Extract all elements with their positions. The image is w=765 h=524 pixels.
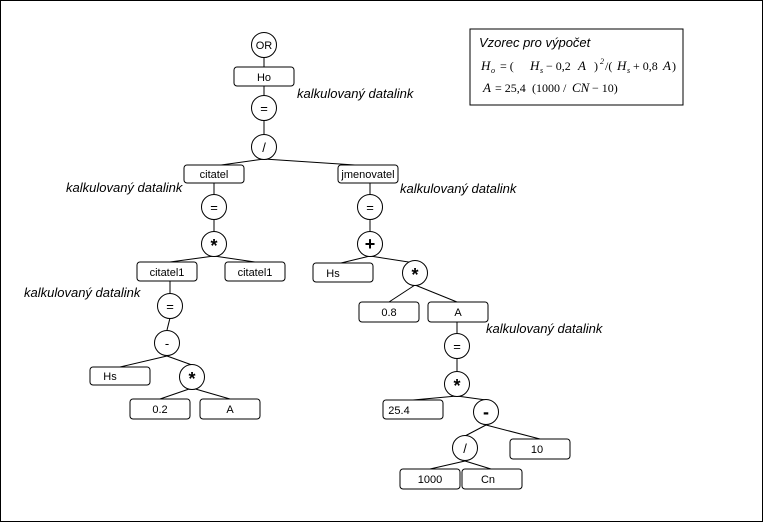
svg-text:A: A (454, 307, 462, 319)
node-hs-right: Hs (312, 262, 374, 283)
node-or: OR (251, 32, 277, 58)
svg-text:2: 2 (600, 57, 604, 66)
annotation-citatel1: kalkulovaný datalink (24, 285, 142, 300)
node-mul-citatel: * (201, 231, 227, 257)
node-value-10: 10 (509, 438, 571, 460)
svg-text:Hs: Hs (326, 268, 340, 280)
svg-text:*: * (210, 236, 217, 256)
node-cn: Cn (461, 468, 523, 490)
svg-text:+: + (365, 234, 376, 254)
svg-text:= (: = ( (500, 59, 514, 73)
node-plus-jmen: + (357, 231, 383, 257)
svg-text:CN: CN (572, 80, 591, 95)
svg-text:1000: 1000 (418, 474, 442, 486)
formula-box: Vzorec pro výpočet H o = ( H s − 0,2 A )… (469, 28, 684, 106)
node-div-a: / (452, 435, 478, 461)
node-eq-top: = (251, 95, 277, 121)
svg-text:H: H (480, 58, 491, 73)
node-minus-a: - (473, 399, 499, 425)
svg-text:A: A (482, 80, 491, 95)
node-citatel1-a: citatel1 (136, 261, 198, 282)
svg-text:*: * (453, 376, 460, 396)
svg-text:(1000 /: (1000 / (532, 81, 567, 95)
node-eq-citatel1: = (157, 293, 183, 319)
node-eq-jmen: = (357, 194, 383, 220)
svg-text:s: s (627, 66, 630, 75)
svg-text:+ 0,8: + 0,8 (633, 59, 658, 73)
svg-text:jmenovatel: jmenovatel (340, 169, 394, 181)
svg-text:/: / (463, 441, 467, 456)
svg-text:− 10): − 10) (592, 81, 618, 95)
svg-text:=: = (210, 200, 218, 215)
svg-text:=: = (166, 299, 174, 314)
node-mul-left: * (179, 364, 205, 390)
formula-line-2: A = 25,4 (1000 / CN − 10) (482, 80, 618, 95)
formula-line-1: H o = ( H s − 0,2 A ) 2 /( H s + 0,8 A ) (480, 57, 676, 75)
svg-text:25.4: 25.4 (388, 405, 409, 417)
annotation-citatel: kalkulovaný datalink (66, 180, 184, 195)
node-jmenovatel: jmenovatel (337, 164, 399, 184)
node-a-left: A (199, 398, 261, 420)
annotation-jmenovatel: kalkulovaný datalink (400, 181, 518, 196)
node-div-top: / (251, 134, 277, 160)
node-minus-citatel1: - (154, 330, 180, 356)
svg-text:Cn: Cn (481, 474, 495, 486)
svg-text:A: A (662, 58, 671, 73)
svg-text:H: H (616, 58, 627, 73)
svg-text:/(: /( (605, 59, 612, 73)
svg-text:OR: OR (256, 40, 273, 52)
svg-text:*: * (411, 265, 418, 285)
node-eq-citatel: = (201, 194, 227, 220)
svg-text:0.8: 0.8 (381, 307, 396, 319)
node-citatel1-b: citatel1 (224, 261, 286, 282)
node-value-0-2: 0.2 (129, 398, 191, 420)
svg-text:*: * (188, 369, 195, 389)
svg-text:s: s (540, 66, 543, 75)
svg-text:− 0,2: − 0,2 (546, 59, 571, 73)
svg-text:0.2: 0.2 (152, 404, 167, 416)
svg-text:-: - (165, 336, 169, 351)
node-value-1000: 1000 (399, 468, 461, 490)
node-mul-a: * (444, 371, 470, 397)
node-a-right: A (427, 301, 489, 323)
svg-text:Ho: Ho (257, 72, 271, 84)
svg-text:o: o (491, 66, 495, 75)
svg-text:H: H (529, 58, 540, 73)
svg-text:Hs: Hs (103, 371, 117, 383)
annotation-a: kalkulovaný datalink (486, 321, 604, 336)
svg-text:): ) (594, 59, 598, 73)
svg-text:citatel1: citatel1 (238, 267, 273, 279)
node-mul-right: * (402, 260, 428, 286)
formula-title: Vzorec pro výpočet (479, 35, 592, 50)
annotation-ho: kalkulovaný datalink (297, 86, 415, 101)
svg-text:): ) (672, 59, 676, 73)
svg-text:-: - (483, 402, 489, 422)
svg-text:=: = (453, 339, 461, 354)
node-value-0-8: 0.8 (358, 301, 420, 323)
svg-text:A: A (577, 58, 586, 73)
svg-text:citatel: citatel (200, 169, 229, 181)
svg-text:=: = (260, 101, 268, 116)
svg-text:citatel1: citatel1 (150, 267, 185, 279)
tree-edges (119, 57, 541, 470)
node-ho: Ho (233, 66, 295, 87)
svg-text:10: 10 (531, 444, 543, 456)
node-citatel: citatel (183, 164, 245, 184)
node-eq-a: = (444, 333, 470, 359)
svg-text:A: A (226, 404, 234, 416)
svg-text:=: = (366, 200, 374, 215)
svg-text:= 25,4: = 25,4 (495, 81, 526, 95)
node-value-25-4: 25.4 (382, 399, 444, 420)
svg-text:/: / (262, 140, 266, 155)
node-hs-left: Hs (89, 366, 151, 386)
